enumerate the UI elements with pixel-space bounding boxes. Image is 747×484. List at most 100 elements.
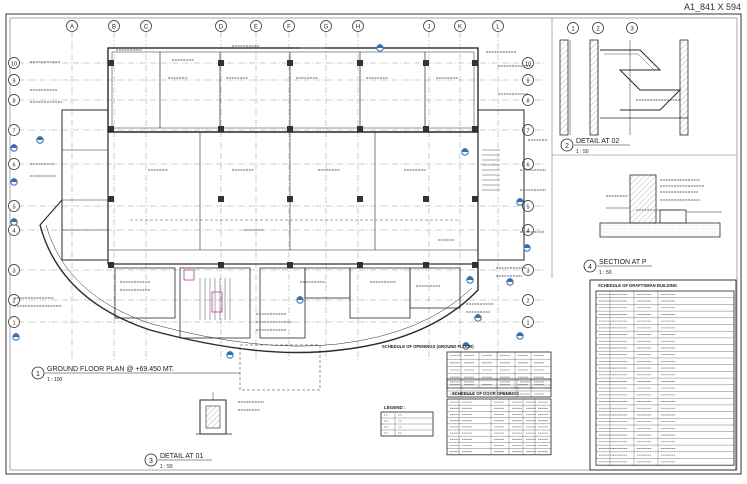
- schedule-tables: [380, 279, 737, 471]
- svg-text:3: 3: [630, 27, 634, 33]
- row-label: 7: [12, 128, 15, 134]
- column-bubble-L: L: [492, 20, 504, 32]
- legend-title: LEGEND :: [384, 405, 406, 410]
- row-label: 6: [526, 162, 529, 168]
- column-label: H: [356, 25, 360, 31]
- finish-schedule-title: SCHEDULE OF DRAFTSMAN BUILDING: [598, 283, 677, 288]
- section-p-drawing: [599, 174, 722, 238]
- row-bubble-5: 5: [8, 200, 20, 212]
- row-bubble-4: 4: [522, 224, 534, 236]
- finish-schedule-frame: [589, 279, 737, 471]
- sheet-inner-border: [9, 17, 738, 471]
- section-p-title: SECTION AT P: [599, 259, 647, 266]
- ground-floor-number: 1: [36, 371, 40, 378]
- column-label: A: [70, 25, 74, 31]
- row-bubble-6: 6: [8, 158, 20, 170]
- row-label: 4: [526, 228, 529, 234]
- row-bubble-3: 3: [8, 264, 20, 276]
- row-label: 10: [525, 61, 531, 67]
- row-label: 3: [526, 268, 529, 274]
- detail-column-bubble-1: 1: [567, 22, 579, 34]
- row-label: 10: [11, 61, 17, 67]
- column-bubble-A: A: [66, 20, 78, 32]
- row-label: 8: [526, 98, 529, 104]
- row-bubble-8: 8: [8, 94, 20, 106]
- legend-table: [380, 411, 434, 437]
- view-title-section-p: 4 SECTION AT P 1 : 50: [583, 259, 652, 276]
- row-label: 1: [12, 320, 15, 326]
- detail-02-title: DETAIL AT 02: [576, 138, 619, 145]
- view-title-ground-floor: 1 GROUND FLOOR PLAN @ +69.450 MT. 1 : 10…: [31, 366, 240, 383]
- lower-stair-room: [179, 267, 251, 339]
- detail-column-bubble-3: 3: [626, 22, 638, 34]
- section-marker: [516, 197, 524, 206]
- row-label: 3: [12, 268, 15, 274]
- column-bubble-B: B: [108, 20, 120, 32]
- row-label: 9: [526, 78, 529, 84]
- section-marker: [462, 341, 470, 350]
- window-schedule-title: SCHEDULE OF OPENINGS (GROUND FLOOR): [382, 344, 474, 349]
- column-label: B: [112, 25, 116, 31]
- column-label: L: [496, 25, 500, 31]
- row-label: 6: [12, 162, 15, 168]
- column-label: K: [458, 25, 462, 31]
- row-bubble-2: 2: [522, 294, 534, 306]
- detail-01-number: 3: [149, 458, 153, 465]
- row-bubble-2: 2: [8, 294, 20, 306]
- section-marker: [466, 275, 474, 284]
- section-marker: [506, 277, 514, 286]
- detail-02-number: 2: [565, 143, 569, 150]
- sheet-border: [5, 13, 742, 475]
- view-title-detail-01: 3 DETAIL AT 01 1 : 50: [144, 453, 212, 470]
- row-bubble-10: 10: [522, 57, 534, 69]
- section-marker: [10, 143, 18, 152]
- detail-02-scale: 1 : 50: [576, 149, 589, 155]
- detail-column-bubble-2: 2: [592, 22, 604, 34]
- column-bubble-H: H: [352, 20, 364, 32]
- section-p-scale: 1 : 50: [599, 270, 612, 276]
- ground-floor-scale: 1 : 100: [47, 377, 63, 383]
- annotation-notes: [14, 45, 704, 411]
- column-bubble-D: D: [215, 20, 227, 32]
- section-p-number: 4: [588, 264, 592, 271]
- lower-stair: [199, 278, 231, 320]
- curved-facade: [39, 224, 479, 354]
- column-bubble-K: K: [454, 20, 466, 32]
- section-marker: [523, 243, 531, 252]
- detail-01-title: DETAIL AT 01: [160, 453, 203, 460]
- section-marker: [461, 147, 469, 156]
- column-label: J: [428, 25, 431, 31]
- row-label: 5: [526, 204, 529, 210]
- column-bubble-G: G: [320, 20, 332, 32]
- row-bubble-3: 3: [522, 264, 534, 276]
- row-bubble-6: 6: [522, 158, 534, 170]
- column-label: G: [324, 25, 329, 31]
- finish-schedule-table: [595, 290, 735, 466]
- section-marker: [10, 217, 18, 226]
- entrance-canopy-outline: [239, 344, 321, 391]
- column-bubble-J: J: [423, 20, 435, 32]
- row-label: 4: [12, 228, 15, 234]
- row-bubble-7: 7: [8, 124, 20, 136]
- row-bubble-10: 10: [8, 57, 20, 69]
- svg-text:2: 2: [596, 27, 600, 33]
- section-marker: [296, 295, 304, 304]
- row-bubble-9: 9: [522, 74, 534, 86]
- ground-floor-title: GROUND FLOOR PLAN @ +69.450 MT.: [47, 366, 174, 373]
- door-schedule-table: [446, 398, 552, 456]
- column-bubble-C: C: [140, 20, 152, 32]
- section-marker: [516, 331, 524, 340]
- row-label: 2: [526, 298, 529, 304]
- row-label: 7: [526, 128, 529, 134]
- row-bubble-7: 7: [522, 124, 534, 136]
- section-marker: [12, 332, 20, 341]
- view-title-detail-02: 2 DETAIL AT 02 1 : 50: [560, 138, 630, 155]
- row-label: 1: [526, 320, 529, 326]
- row-label: 5: [12, 204, 15, 210]
- svg-text:1: 1: [571, 27, 575, 33]
- section-marker: [376, 43, 384, 52]
